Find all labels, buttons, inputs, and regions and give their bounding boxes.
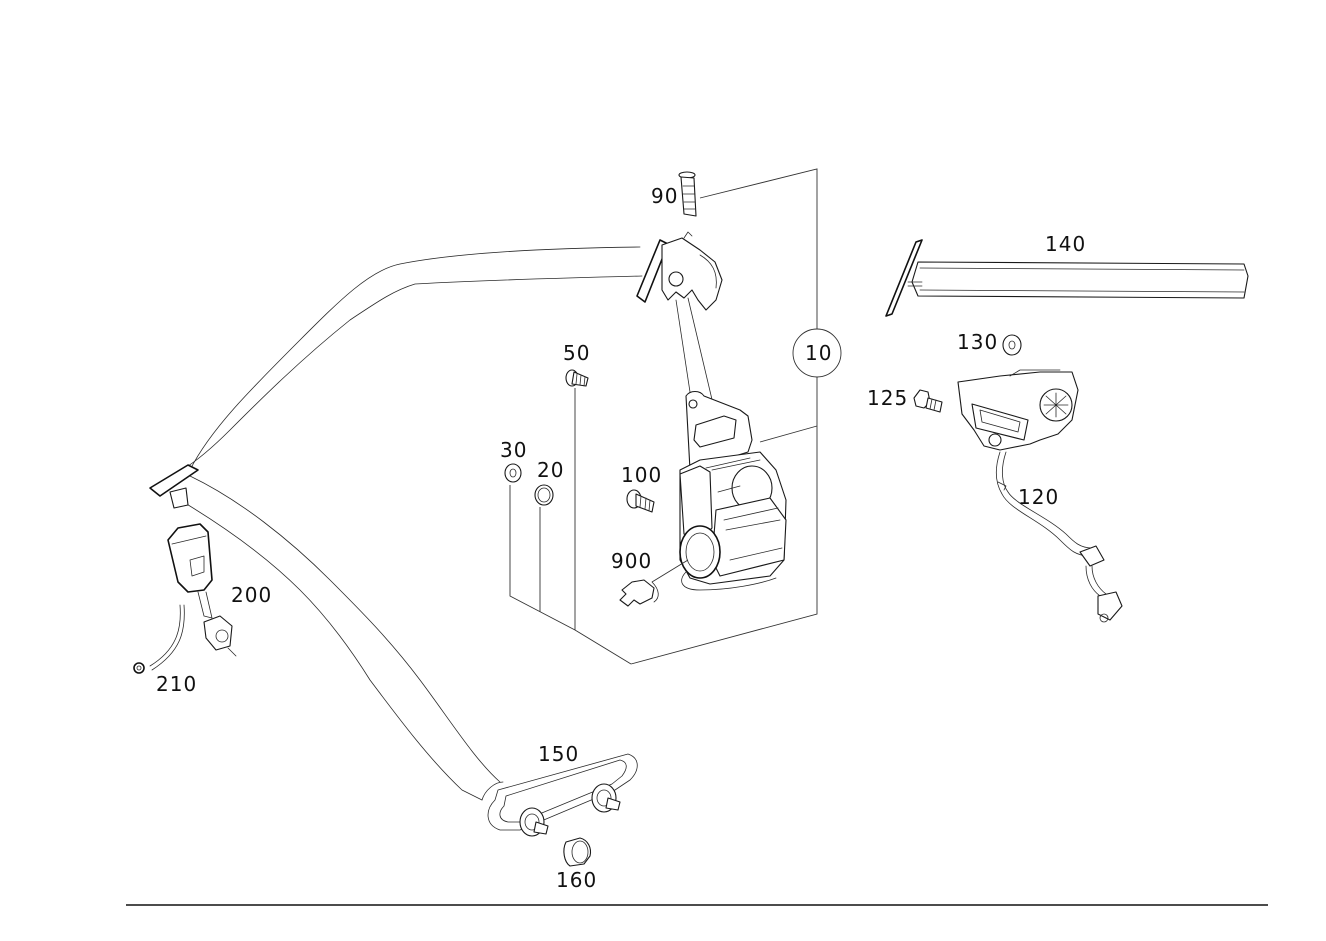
part-90-bolt: [678, 171, 697, 217]
callout-210[interactable]: 210: [156, 672, 197, 696]
callout-50[interactable]: 50: [563, 341, 590, 365]
callout-200[interactable]: 200: [231, 583, 272, 607]
part-130-washer: [1002, 334, 1022, 356]
callout-10[interactable]: 10: [805, 341, 832, 365]
upper-anchor-d-ring: [636, 231, 723, 311]
part-125-bolt: [913, 389, 943, 413]
retractor-column: [675, 297, 715, 409]
callout-100[interactable]: 100: [621, 463, 662, 487]
part-50-bolt: [565, 369, 589, 387]
callout-900[interactable]: 900: [611, 549, 652, 573]
part-10-retractor: [679, 390, 787, 591]
callout-20[interactable]: 20: [537, 458, 564, 482]
callout-125[interactable]: 125: [867, 386, 908, 410]
part-30-nut: [504, 463, 522, 483]
part-150-anchor-strap: [487, 753, 638, 837]
part-210-wire: [133, 604, 185, 674]
callout-90[interactable]: 90: [651, 184, 678, 208]
part-200-buckle: [167, 523, 237, 657]
callout-10-circle: [792, 328, 842, 378]
belt-webbing: [149, 246, 643, 801]
callout-140[interactable]: 140: [1045, 232, 1086, 256]
callout-150[interactable]: 150: [538, 742, 579, 766]
callouts: 10 90 50 30 20 100 900 140 130 125 120 2…: [156, 184, 1086, 892]
part-20-washer: [534, 484, 554, 506]
callout-30[interactable]: 30: [500, 438, 527, 462]
part-900-label: [619, 579, 659, 607]
callout-160[interactable]: 160: [556, 868, 597, 892]
part-100-bolt: [626, 489, 655, 513]
part-160-spacer-sleeve: [563, 837, 592, 867]
part-140-guide-rail: [885, 239, 1249, 317]
callout-120[interactable]: 120: [1018, 485, 1059, 509]
part-120-height-adjuster: [957, 369, 1123, 623]
leader-lines: [509, 168, 818, 665]
callout-130[interactable]: 130: [957, 330, 998, 354]
